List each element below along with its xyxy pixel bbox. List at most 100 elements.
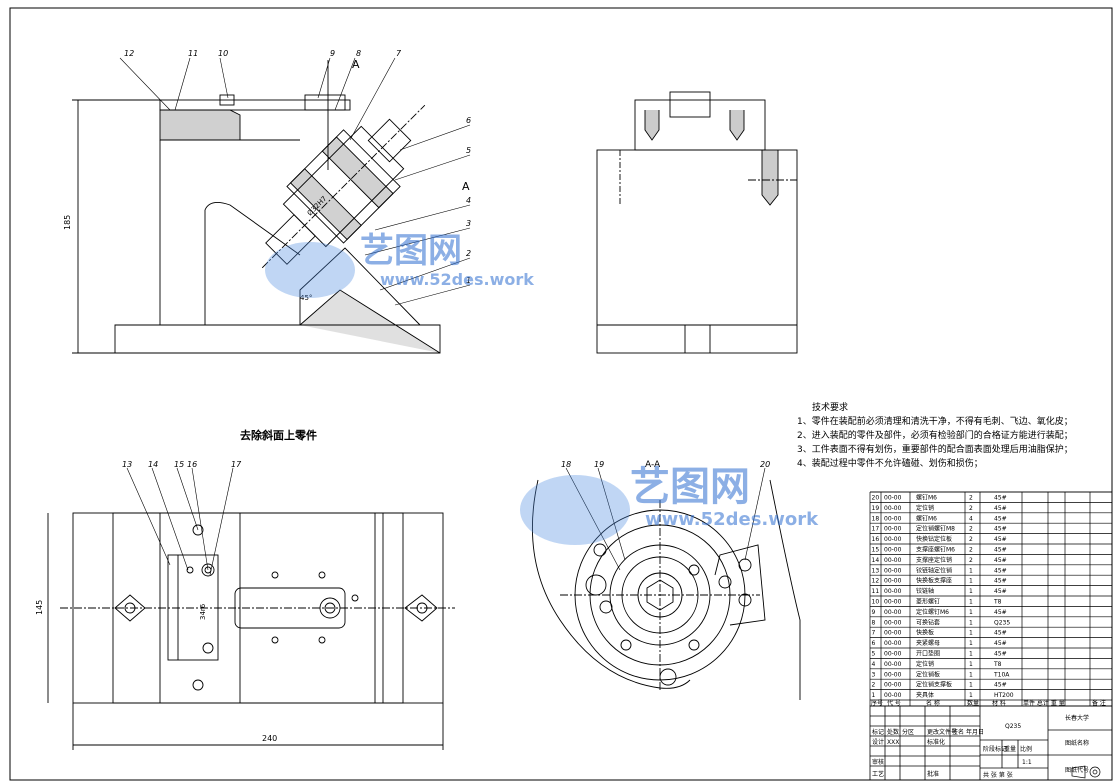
bom-row-qty: 1 xyxy=(969,651,973,658)
bom-row-code: 00-00 xyxy=(884,630,902,637)
section-label-a-right: A xyxy=(462,180,470,193)
bom-row-code: 00-00 xyxy=(884,619,902,626)
bom-row-material: Q235 xyxy=(994,619,1010,626)
bom-row-material: 45# xyxy=(994,651,1007,658)
balloon-front-5: 5 xyxy=(466,146,471,155)
bom-row-code: 00-00 xyxy=(884,651,902,658)
bom-row-qty: 1 xyxy=(969,630,973,637)
tech-requirement-2: 2、进入装配的零件及部件，必须有检验部门的合格证方能进行装配； xyxy=(797,429,1073,441)
bom-row-qty: 1 xyxy=(969,671,973,678)
balloon-front-6: 6 xyxy=(466,116,471,125)
bom-row-no: 6 xyxy=(872,640,876,647)
side-view xyxy=(596,91,798,354)
balloon-plan-13: 13 xyxy=(122,460,132,469)
bom-header-note: 备 注 xyxy=(1092,699,1106,707)
bom-row-material: 45# xyxy=(994,547,1007,554)
bom-row-qty: 1 xyxy=(969,609,973,616)
bom-row-name: 螺钉M6 xyxy=(916,514,937,522)
bom-row-qty: 2 xyxy=(969,547,973,554)
bom-row-no: 3 xyxy=(872,671,876,678)
bom-row-name: 快换板支撑座 xyxy=(916,577,952,585)
tech-requirement-3: 3、工件表面不得有划伤，重要部件的配合面表面处理后用油脂保护； xyxy=(797,443,1073,455)
balloon-section-19: 19 xyxy=(594,460,604,469)
front-balloon-leaders xyxy=(119,57,471,306)
bom-row-material: T8 xyxy=(993,599,1002,606)
bom-row-qty: 1 xyxy=(969,578,973,585)
balloon-plan-15: 15 xyxy=(174,460,184,469)
balloon-section-20: 20 xyxy=(760,460,770,469)
tech-requirement-1: 1、零件在装配前必须清理和清洗干净，不得有毛刺、飞边、氧化皮； xyxy=(797,415,1073,427)
bom-row-qty: 1 xyxy=(969,599,973,606)
bom-row-qty: 2 xyxy=(969,526,973,533)
bom-row-name: 支撑座定位销 xyxy=(916,556,952,564)
bom-row-no: 10 xyxy=(872,599,880,606)
bom-row-code: 00-00 xyxy=(884,515,902,522)
balloon-front-9: 9 xyxy=(330,49,335,58)
bom-row-material: 45# xyxy=(994,609,1007,616)
balloon-front-7: 7 xyxy=(396,49,402,58)
balloon-front-11: 11 xyxy=(188,49,198,58)
title-designer-name: XXX xyxy=(887,739,899,746)
bom-row-name: 定位销板 xyxy=(916,670,940,678)
section-balloon-leaders xyxy=(565,467,766,571)
title-designer: 设计 xyxy=(872,738,884,746)
bom-row-material: 45# xyxy=(994,630,1007,637)
watermark-url-1: www.52des.work xyxy=(380,270,534,289)
bom-row-material: T8 xyxy=(993,661,1002,668)
tech-requirements-title: 技术要求 xyxy=(812,401,848,413)
bom-row-name: 支撑座螺钉M6 xyxy=(916,546,955,554)
bom-row-material: 45# xyxy=(994,557,1007,564)
bom-row-name: 夹紧螺母 xyxy=(916,639,940,647)
bom-row-name: 可换钻套 xyxy=(916,618,940,626)
balloon-front-12: 12 xyxy=(124,49,134,58)
bom-row-qty: 1 xyxy=(969,619,973,626)
bom-row-qty: 2 xyxy=(969,557,973,564)
bom-row-code: 00-00 xyxy=(884,567,902,574)
bom-row-material: 45# xyxy=(994,505,1007,512)
bom-row-no: 11 xyxy=(872,588,880,595)
bom-row-material: 45# xyxy=(994,526,1007,533)
bom-row-no: 13 xyxy=(872,567,880,574)
section-title: A-A xyxy=(645,460,661,470)
bom-row-code: 00-00 xyxy=(884,671,902,678)
title-approve: 批准 xyxy=(927,770,939,778)
title-row-label-sign: 签名 xyxy=(952,728,964,736)
title-material: Q235 xyxy=(1005,723,1021,730)
title-stage-mark: 阶段标记 xyxy=(983,745,1007,753)
bom-header-no: 序号 xyxy=(871,699,883,707)
bom-row-name: 开口垫圈 xyxy=(916,650,940,658)
sheet-border xyxy=(9,7,1113,781)
watermark-brand-2: 艺图网 xyxy=(630,464,750,510)
bom-row-material: 45# xyxy=(994,515,1007,522)
front-view xyxy=(72,60,441,354)
bom-header-qty: 数量 xyxy=(967,699,979,707)
balloon-front-10: 10 xyxy=(218,49,228,58)
balloon-plan-17: 17 xyxy=(231,460,242,469)
bom-row-name: 定位销 xyxy=(916,660,934,668)
bom-row-no: 16 xyxy=(872,536,880,543)
bom-row-name: 快换板 xyxy=(916,629,934,637)
bom-row-material: 45# xyxy=(994,640,1007,647)
balloon-front-3: 3 xyxy=(466,219,471,228)
watermark-2: 艺图网 www.52des.work xyxy=(520,464,819,545)
title-row-label-mark: 标记 xyxy=(872,728,884,736)
bom-row-code: 00-00 xyxy=(884,536,902,543)
dim-small-a: 34r6 xyxy=(199,603,207,620)
bom-row-code: 00-00 xyxy=(884,526,902,533)
bom-row-code: 00-00 xyxy=(884,599,902,606)
bom-row-code: 00-00 xyxy=(884,640,902,647)
bom-row-name: 定位销 xyxy=(916,504,934,512)
title-drawing-code: 图纸代号 xyxy=(1065,766,1089,774)
title-scale: 1:1 xyxy=(1022,759,1032,766)
projection-symbol xyxy=(1071,765,1101,779)
bom-row-code: 00-00 xyxy=(884,609,902,616)
bom-row-material: 45# xyxy=(994,588,1007,595)
balloon-front-4: 4 xyxy=(466,196,471,205)
bom-row-code: 00-00 xyxy=(884,578,902,585)
bom-header-code: 代 号 xyxy=(887,699,901,707)
title-block xyxy=(869,705,1113,781)
title-sheets: 共 张 第 张 xyxy=(983,771,1013,779)
plan-balloon-leaders xyxy=(126,467,234,576)
title-process: 工艺 xyxy=(872,770,884,778)
